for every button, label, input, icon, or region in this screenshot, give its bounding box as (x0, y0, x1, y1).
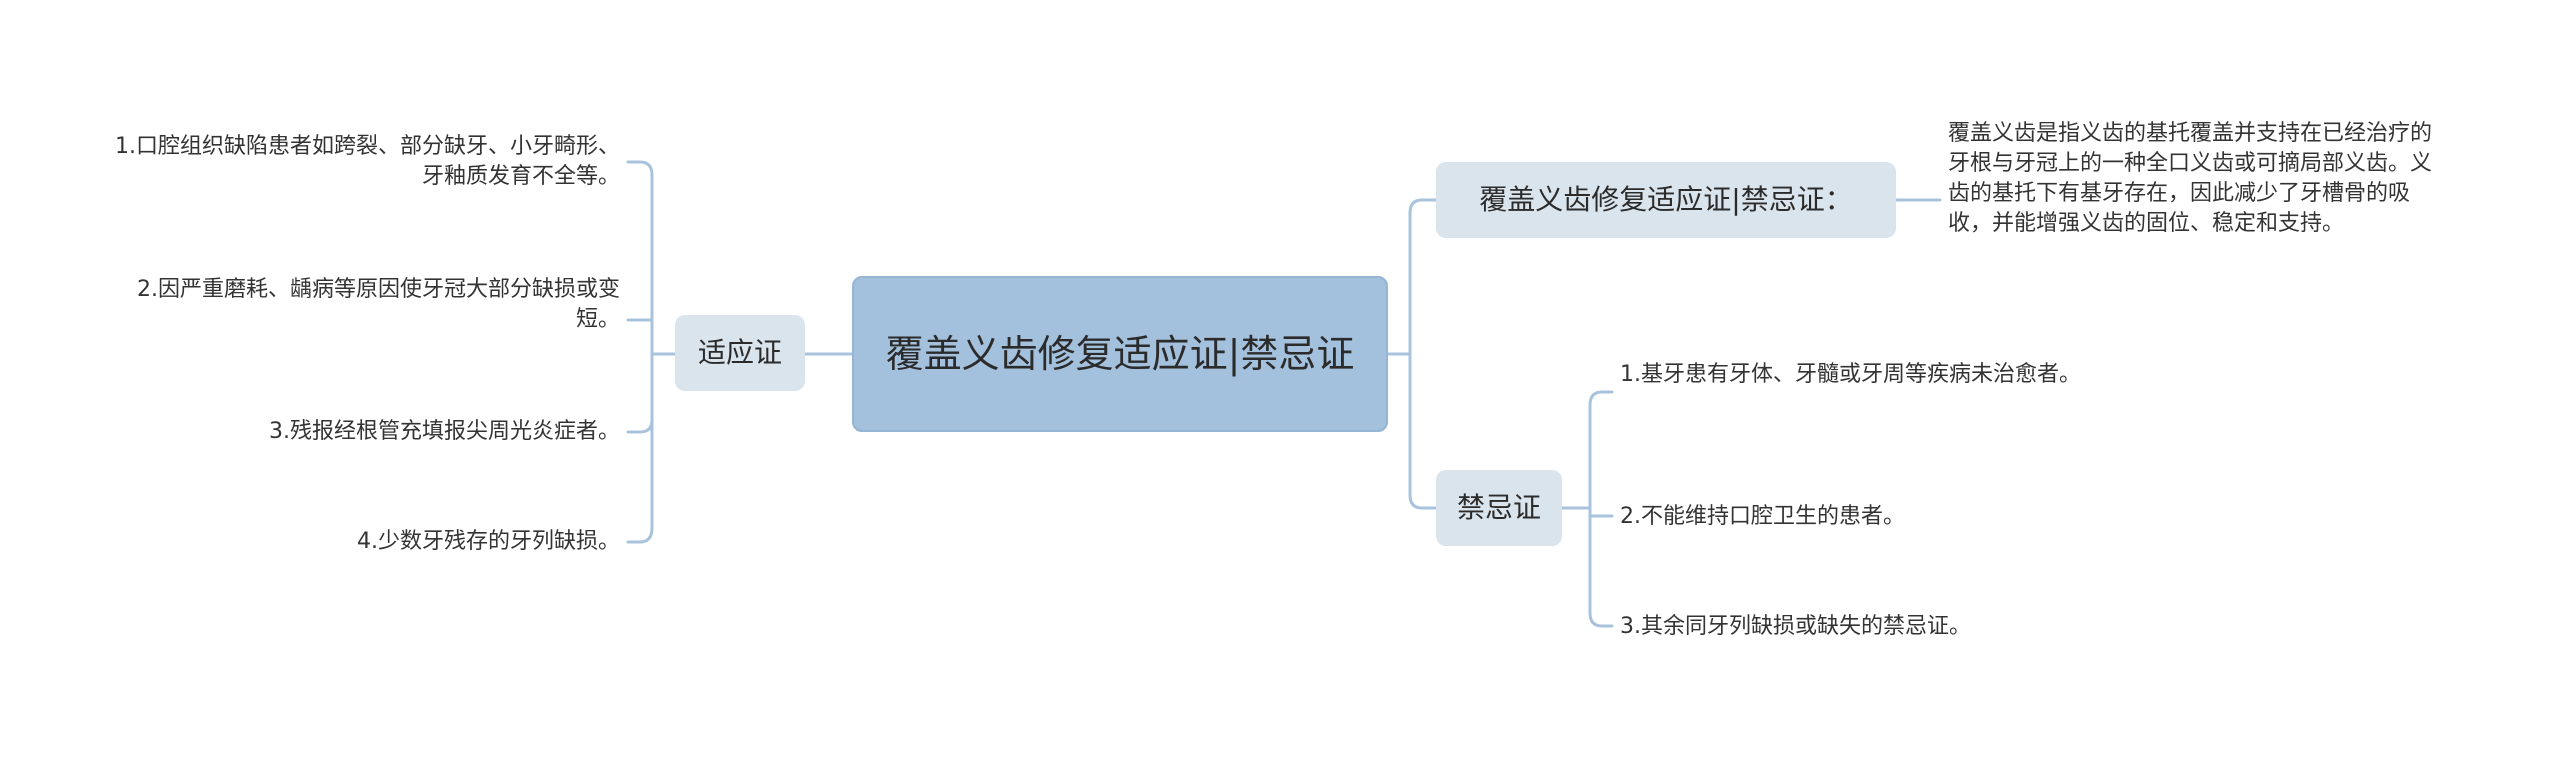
indication-item-3: 3.残报经根管充填报尖周光炎症者。 (110, 417, 620, 447)
contraindication-item-1: 1.基牙患有牙体、牙髓或牙周等疾病未治愈者。 (1620, 360, 2140, 390)
overview-description: 覆盖义齿是指义齿的基托覆盖并支持在已经治疗的牙根与牙冠上的一种全口义齿或可摘局部… (1948, 119, 2448, 239)
contraindication-item-3-text: 3.其余同牙列缺损或缺失的禁忌证。 (1620, 614, 1971, 639)
branch-indications-label: 适应证 (697, 336, 782, 369)
branch-overview-label: 覆盖义齿修复适应证|禁忌证： (1479, 183, 1853, 216)
indication-item-1: 1.口腔组织缺陷患者如跨裂、部分缺牙、小牙畸形、牙釉质发育不全等。 (110, 132, 620, 192)
branch-contraindications[interactable]: 禁忌证 (1436, 470, 1562, 546)
connector-root-right (1386, 198, 1438, 510)
connector-right-bottom-bracket (1560, 390, 1614, 628)
root-label: 覆盖义齿修复适应证|禁忌证 (885, 332, 1355, 376)
indication-item-2: 2.因严重磨耗、龋病等原因使牙冠大部分缺损或变短。 (110, 275, 620, 335)
branch-contraindications-label: 禁忌证 (1456, 491, 1541, 524)
branch-overview[interactable]: 覆盖义齿修复适应证|禁忌证： (1436, 162, 1896, 238)
indication-item-4: 4.少数牙残存的牙列缺损。 (110, 527, 620, 557)
indication-item-1-text: 1.口腔组织缺陷患者如跨裂、部分缺牙、小牙畸形、牙釉质发育不全等。 (115, 134, 620, 189)
branch-indications[interactable]: 适应证 (675, 315, 805, 391)
root-node[interactable]: 覆盖义齿修复适应证|禁忌证 (852, 276, 1388, 432)
indication-item-3-text: 3.残报经根管充填报尖周光炎症者。 (269, 419, 620, 444)
contraindication-item-3: 3.其余同牙列缺损或缺失的禁忌证。 (1620, 612, 2140, 642)
overview-description-text: 覆盖义齿是指义齿的基托覆盖并支持在已经治疗的牙根与牙冠上的一种全口义齿或可摘局部… (1948, 121, 2433, 236)
indication-item-4-text: 4.少数牙残存的牙列缺损。 (357, 529, 620, 554)
connector-left-bracket (626, 160, 677, 544)
contraindication-item-2-text: 2.不能维持口腔卫生的患者。 (1620, 504, 1905, 529)
contraindication-item-1-text: 1.基牙患有牙体、牙髓或牙周等疾病未治愈者。 (1620, 362, 2081, 387)
contraindication-item-2: 2.不能维持口腔卫生的患者。 (1620, 502, 2140, 532)
indication-item-2-text: 2.因严重磨耗、龋病等原因使牙冠大部分缺损或变短。 (137, 277, 620, 332)
